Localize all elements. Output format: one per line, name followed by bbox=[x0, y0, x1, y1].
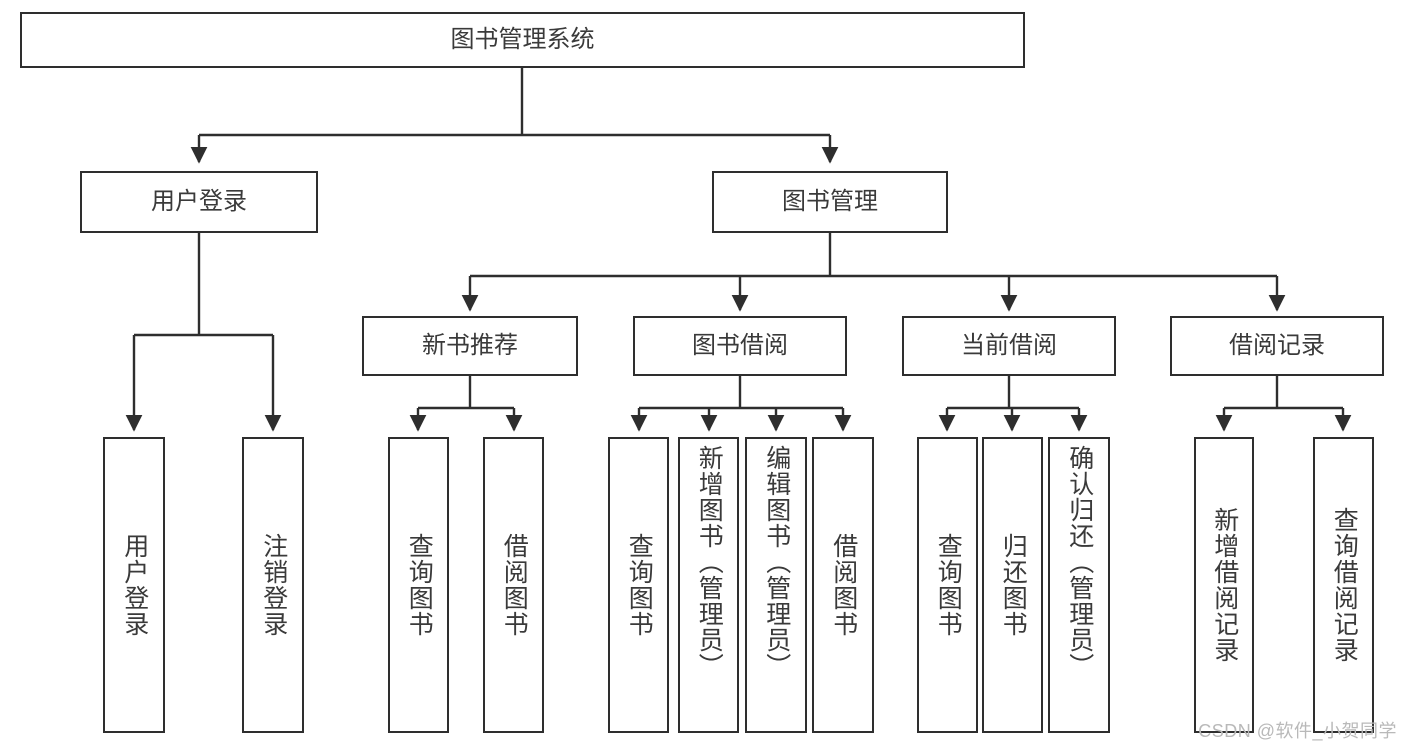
leaf-current-borrow-query-book[interactable]: 查询图书 bbox=[917, 437, 978, 733]
leaf-new-book-borrow-book[interactable]: 借阅图书 bbox=[483, 437, 544, 733]
node-book-management[interactable]: 图书管理 bbox=[712, 171, 948, 233]
leaf-current-borrow-return-book[interactable]: 归还图书 bbox=[982, 437, 1043, 733]
node-user-login[interactable]: 用户登录 bbox=[80, 171, 318, 233]
leaf-borrow-record-query-record[interactable]: 查询借阅记录 bbox=[1313, 437, 1374, 733]
node-root-system[interactable]: 图书管理系统 bbox=[20, 12, 1025, 68]
leaf-book-borrow-edit-book-admin[interactable]: 编辑图书（管理员） bbox=[745, 437, 807, 733]
leaf-book-borrow-query-book[interactable]: 查询图书 bbox=[608, 437, 669, 733]
leaf-book-borrow-add-book-admin[interactable]: 新增图书（管理员） bbox=[678, 437, 739, 733]
leaf-borrow-record-add-record[interactable]: 新增借阅记录 bbox=[1194, 437, 1254, 733]
node-book-borrow[interactable]: 图书借阅 bbox=[633, 316, 847, 376]
node-new-book-recommend[interactable]: 新书推荐 bbox=[362, 316, 578, 376]
leaf-book-borrow-borrow-book[interactable]: 借阅图书 bbox=[812, 437, 874, 733]
node-current-borrow[interactable]: 当前借阅 bbox=[902, 316, 1116, 376]
csdn-watermark: CSDN @软件_小贺同学 bbox=[1198, 721, 1397, 741]
leaf-user-login-logout[interactable]: 注销登录 bbox=[242, 437, 304, 733]
leaf-new-book-query-book[interactable]: 查询图书 bbox=[388, 437, 449, 733]
leaf-user-login-login[interactable]: 用户登录 bbox=[103, 437, 165, 733]
node-borrow-record[interactable]: 借阅记录 bbox=[1170, 316, 1384, 376]
leaf-current-borrow-confirm-return-admin[interactable]: 确认归还（管理员） bbox=[1048, 437, 1110, 733]
